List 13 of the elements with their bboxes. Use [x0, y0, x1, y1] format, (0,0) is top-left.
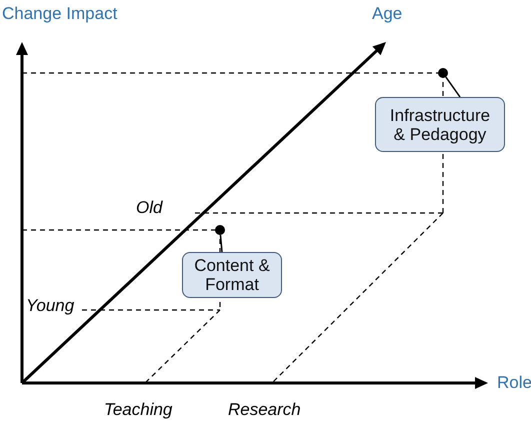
- label-box: Infrastructure & Pedagogy: [375, 97, 505, 152]
- axis-label: Age: [372, 4, 402, 24]
- data-point: [438, 68, 448, 78]
- axis-tick-label: Young: [26, 296, 74, 316]
- axis-label: Role: [497, 373, 531, 393]
- axis-tick-label: Research: [228, 400, 301, 420]
- axis-tick-label: Teaching: [104, 400, 172, 420]
- label-box: Content & Format: [182, 252, 282, 298]
- axis-tick-label: Old: [136, 198, 162, 218]
- leader-line: [220, 234, 223, 252]
- leader-line: [445, 76, 461, 98]
- data-point: [215, 225, 225, 235]
- axis-label: Change Impact: [2, 4, 118, 24]
